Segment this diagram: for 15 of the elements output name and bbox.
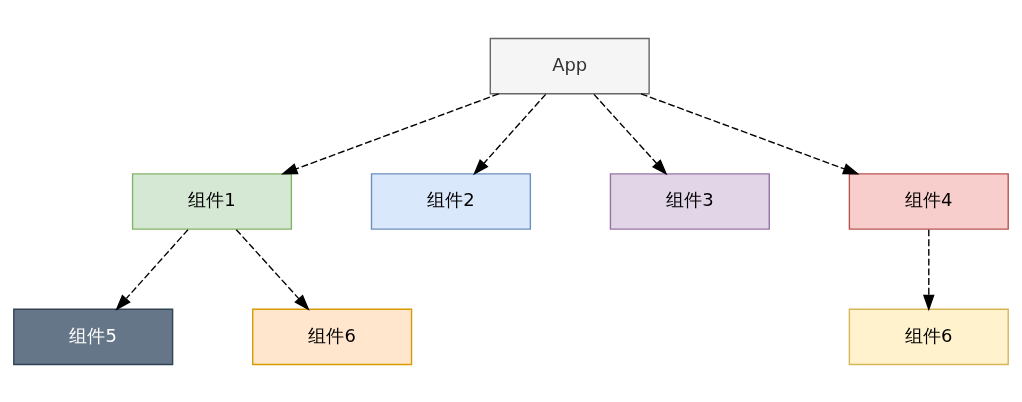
node-box: 组件6 — [252, 308, 413, 365]
arrow — [473, 93, 547, 175]
arrow — [923, 228, 935, 311]
arrow — [640, 92, 860, 175]
arrow — [280, 92, 500, 175]
node-box: 组件5 — [13, 308, 174, 365]
node-box: 组件6 — [848, 308, 1009, 365]
arrow — [593, 93, 668, 175]
node-box: 组件4 — [848, 172, 1009, 230]
arrow — [115, 228, 189, 311]
arrow — [235, 228, 310, 311]
node-box: App — [489, 37, 650, 94]
node-box: 组件1 — [131, 172, 293, 230]
node-box: 组件2 — [370, 172, 532, 230]
node-box: 组件3 — [609, 172, 770, 230]
